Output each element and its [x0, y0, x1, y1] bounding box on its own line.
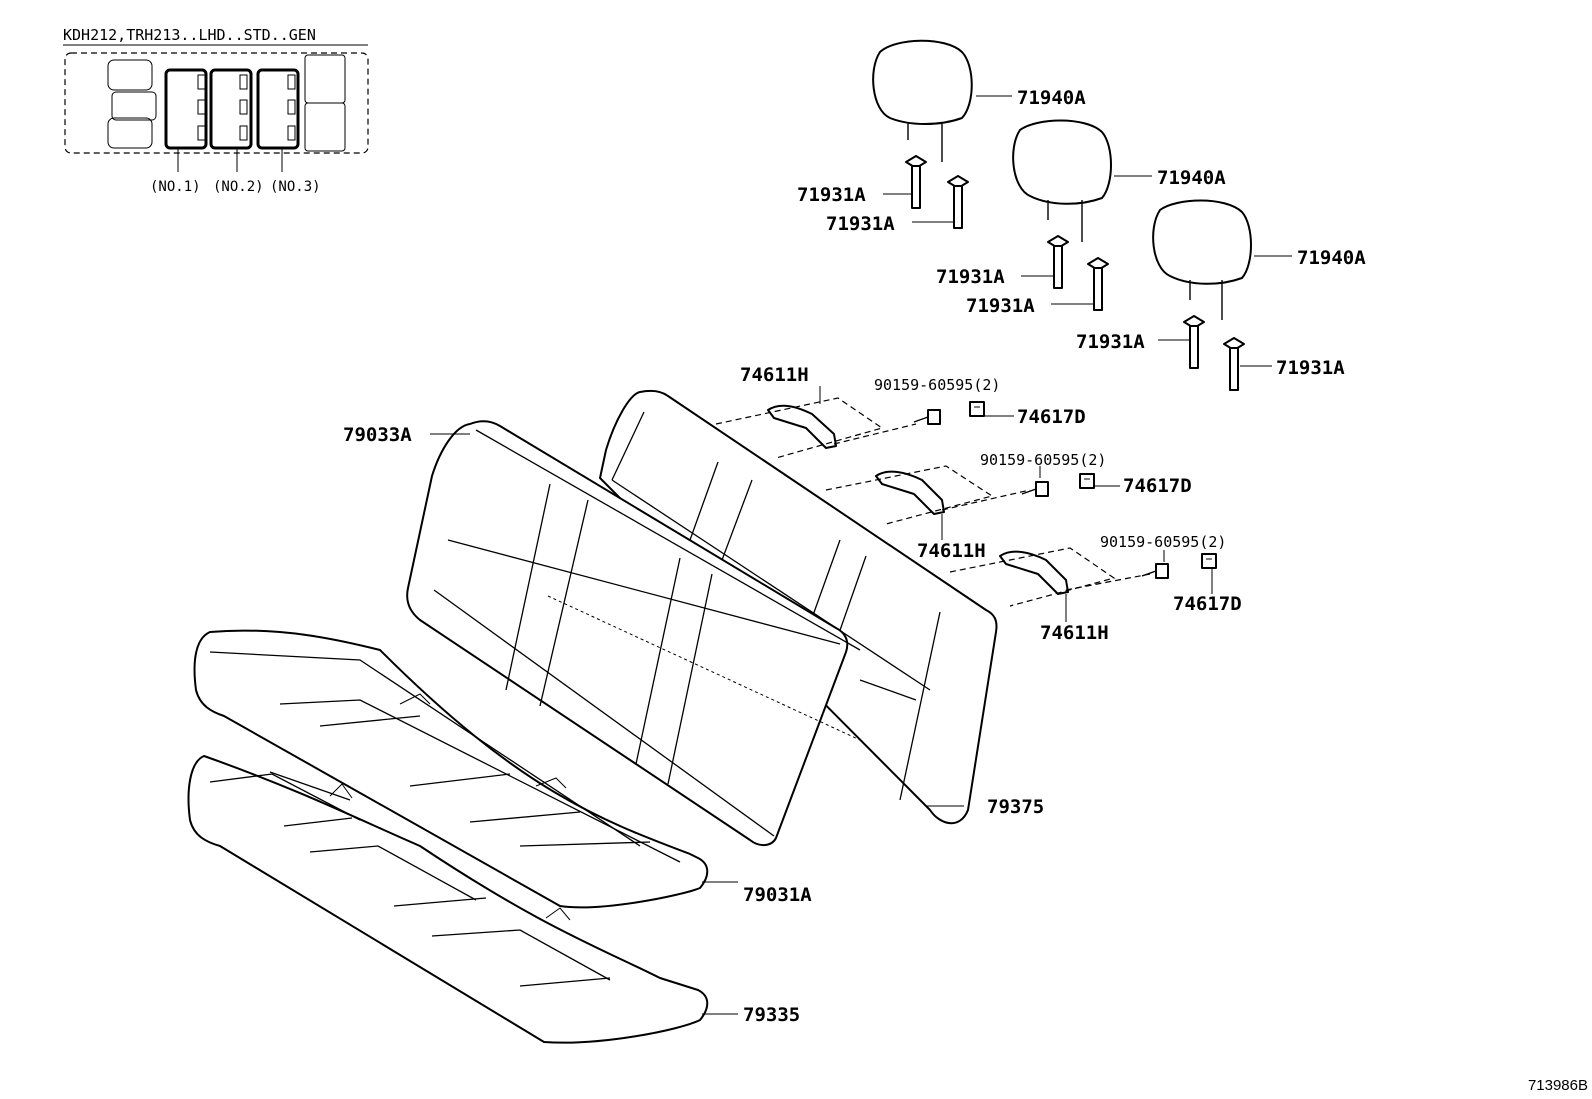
label-bolt-1: 90159-60595(2) [874, 376, 1000, 394]
position-no2-label: (NO.2) [213, 179, 264, 195]
seat-key-plan: KDH212,TRH213..LHD..STD..GEN [63, 26, 369, 195]
label-support-4: 71931A [966, 295, 1035, 317]
seat-cushion-pad [187, 755, 738, 1044]
label-support-1: 71931A [797, 184, 866, 206]
label-bracket-3: 74611H [1040, 622, 1109, 644]
seatback-cover [406, 420, 861, 846]
key-seat-no3 [256, 68, 300, 150]
label-back-pad: 79375 [987, 796, 1044, 818]
model-code-label: KDH212,TRH213..LHD..STD..GEN [63, 26, 316, 44]
key-seat-no1 [164, 68, 208, 150]
label-headrest-3: 71940A [1297, 247, 1366, 269]
label-bolt-3: 90159-60595(2) [1100, 533, 1226, 551]
headrest-3 [1152, 199, 1292, 320]
label-support-2: 71931A [826, 213, 895, 235]
bracket-assembly-2 [825, 465, 1120, 540]
label-clip-2: 74617D [1123, 475, 1192, 497]
headrest-2 [1012, 119, 1152, 242]
figure-id: 713986B [1528, 1077, 1588, 1094]
label-clip-1: 74617D [1017, 406, 1086, 428]
bracket-assembly-1 [715, 386, 1014, 459]
bracket-assembly-3 [949, 547, 1217, 622]
position-no1-label: (NO.1) [150, 179, 201, 195]
label-bracket-1: 74611H [740, 364, 809, 386]
label-support-3: 71931A [936, 266, 1005, 288]
label-cushion-cover: 79031A [743, 884, 812, 906]
seat-cushion-cover [193, 629, 738, 909]
label-support-5: 71931A [1076, 331, 1145, 353]
label-headrest-2: 71940A [1157, 167, 1226, 189]
headrest-1 [872, 39, 1012, 162]
label-bracket-2: 74611H [917, 540, 986, 562]
label-back-cover: 79033A [343, 424, 412, 446]
label-headrest-1: 71940A [1017, 87, 1086, 109]
part-labels: 71940A 71940A 71940A 71931A 71931A 71931… [343, 87, 1366, 1026]
key-seat-no2 [209, 68, 253, 150]
label-support-6: 71931A [1276, 357, 1345, 379]
label-bolt-2: 90159-60595(2) [980, 451, 1106, 469]
headrest-supports [883, 155, 1272, 391]
position-no3-label: (NO.3) [270, 179, 321, 195]
label-clip-3: 74617D [1173, 593, 1242, 615]
label-cushion-pad: 79335 [743, 1004, 800, 1026]
